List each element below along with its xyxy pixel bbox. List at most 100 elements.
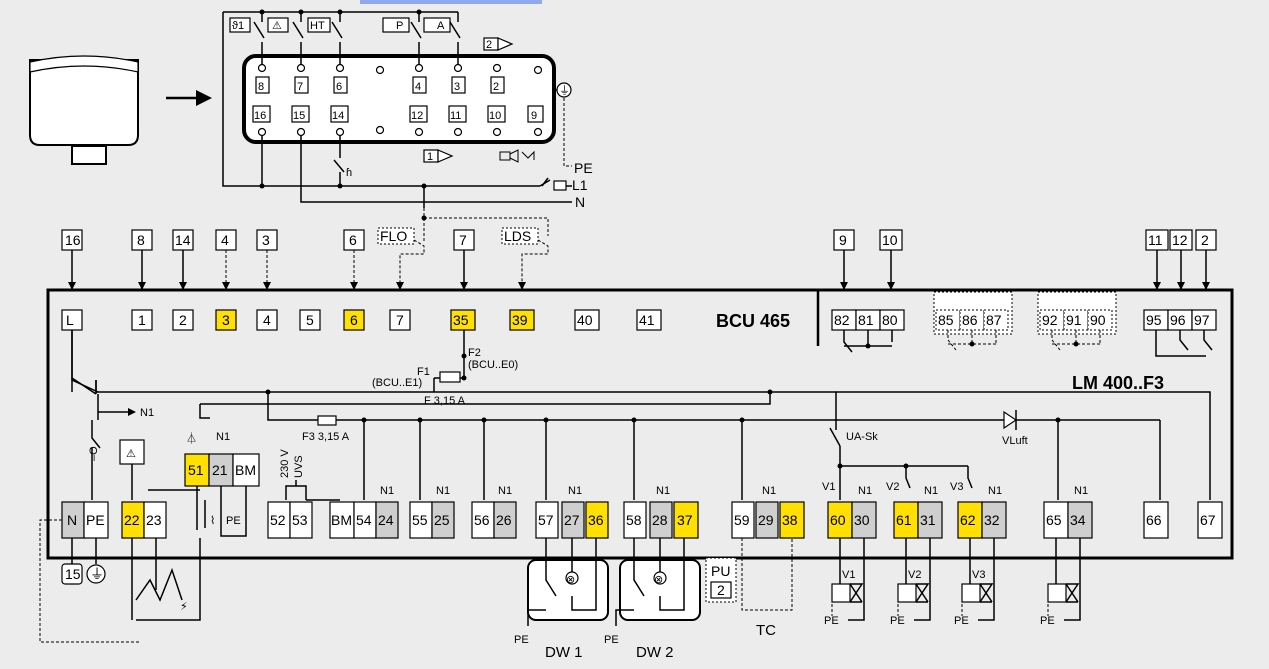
wire-tag: 3 <box>262 232 270 248</box>
lm-relay-contacts <box>843 330 1213 357</box>
pressure-switch-dw1: ⊗ PE DW 1 <box>514 538 609 661</box>
terminal: 86 <box>962 312 978 328</box>
terminal: 36 <box>588 512 604 528</box>
left-symbols: –O ⚠ ⏃ N1 <box>88 420 230 500</box>
terminal: 90 <box>1090 312 1106 328</box>
uvs-label: UVS <box>293 455 305 478</box>
terminal: 58 <box>626 512 642 528</box>
burner-icon <box>29 55 139 165</box>
ua-sk-label: UA-Sk <box>846 431 878 443</box>
plug-bottom-terminals: 16 15 14 12 11 10 9 <box>252 105 544 123</box>
wire-tag: 11 <box>1148 232 1163 248</box>
n1-label: N1 <box>568 485 582 497</box>
terminal: 38 <box>782 512 798 528</box>
flo-lds-dashed: FLO LDS <box>377 208 549 290</box>
terminal: 34 <box>1070 512 1086 528</box>
plug-terminal: 7 <box>297 81 303 93</box>
plug-terminal: 3 <box>454 81 460 93</box>
svg-text:⊗: ⊗ <box>654 574 663 586</box>
terminal: BM <box>331 512 352 528</box>
below-module-left: 15 ⏚ ⚡ <box>39 519 201 643</box>
terminal: 41 <box>639 312 655 328</box>
terminal: 95 <box>1146 312 1162 328</box>
terminal: 62 <box>960 512 976 528</box>
ht-label: HT <box>310 20 325 32</box>
svg-text:ɦ: ɦ <box>346 167 352 179</box>
v1-label: V1 <box>842 569 855 581</box>
warning-icon: ⚠ <box>272 20 282 32</box>
terminal: 52 <box>270 512 286 528</box>
internal-wiring: N1 F1 (BCU..E1) F2 (BCU..E0) F 3,15 A F3… <box>71 330 1211 500</box>
terminal: 56 <box>474 512 490 528</box>
terminal: 91 <box>1066 312 1082 328</box>
terminal-51: 51 <box>188 462 204 478</box>
n1-label: N1 <box>140 407 154 419</box>
v2-label: V2 <box>908 569 921 581</box>
pe-label: PE <box>824 615 839 627</box>
triac-icon: ⏃ <box>186 431 197 445</box>
n1-label: N1 <box>380 485 394 497</box>
tag-arrows <box>68 250 1210 290</box>
plug-symbols: ϑ1 ⚠ HT P A 2 1 <box>229 17 535 163</box>
terminal: 37 <box>677 512 693 528</box>
terminal: 27 <box>564 512 580 528</box>
n1-label: N1 <box>1074 485 1088 497</box>
terminal: 87 <box>986 312 1002 328</box>
terminal: 6 <box>350 312 358 328</box>
plug-top-terminals: 8 7 6 4 3 2 <box>255 76 505 94</box>
pu2-label: 2 <box>717 582 725 598</box>
valve-1-icon <box>437 149 454 163</box>
valve-2-symbol: 2 <box>486 39 492 51</box>
plug-terminal: 12 <box>411 110 423 122</box>
svg-text:⊗: ⊗ <box>566 574 575 586</box>
v230-label: 230 V <box>279 449 291 478</box>
plug-terminal: 10 <box>489 110 501 122</box>
terminal: 59 <box>734 512 750 528</box>
terminal: 60 <box>830 512 846 528</box>
terminal: 96 <box>1170 312 1186 328</box>
terminal: PE <box>86 512 105 528</box>
pressure-switch-dw2: ⊗ PE DW 2 <box>604 538 701 661</box>
relay-block: 51 21 BM ⌇ PE 230 V UVS <box>184 449 340 537</box>
plug-terminal: 16 <box>254 110 266 122</box>
wire-tag: 10 <box>882 232 898 248</box>
terminal: 31 <box>920 512 936 528</box>
svg-text:⌇: ⌇ <box>210 515 215 527</box>
horn-icon <box>499 149 519 163</box>
f1-sub-label: (BCU..E1) <box>372 377 422 389</box>
dw1-label: DW 1 <box>545 644 583 661</box>
wire-tag: 12 <box>1172 232 1188 248</box>
terminal: 61 <box>896 512 912 528</box>
terminal: 26 <box>496 512 512 528</box>
terminal: 54 <box>356 512 372 528</box>
terminal: 29 <box>758 512 774 528</box>
v2-label: V2 <box>886 481 899 493</box>
svg-text:1: 1 <box>427 151 433 163</box>
n1-label: N1 <box>858 485 872 497</box>
n-label: N <box>575 194 585 210</box>
terminal: 40 <box>577 312 593 328</box>
svg-text:⚡: ⚡ <box>180 601 188 613</box>
terminal: 22 <box>124 512 140 528</box>
n1-label: N1 <box>216 431 230 443</box>
svg-text:–O: –O <box>88 446 100 461</box>
n1-label: N1 <box>762 485 776 497</box>
svg-text:⏚: ⏚ <box>559 84 570 97</box>
dw2-label: DW 2 <box>636 644 674 661</box>
plug-terminal: 8 <box>258 81 264 93</box>
terminal: 7 <box>396 312 404 328</box>
pe-label: PE <box>954 615 969 627</box>
fuse3-label: F3 3,15 A <box>302 431 350 443</box>
wire-tag: 6 <box>349 232 357 248</box>
wire-tag: 7 <box>459 232 467 248</box>
warning-triangle-icon: ⚠ <box>126 448 136 460</box>
terminal: 66 <box>1146 512 1162 528</box>
terminal: 2 <box>179 312 187 328</box>
tightness-control: PU 2 TC <box>705 538 793 639</box>
ground-icon: ⏚ <box>90 566 104 582</box>
pe-label: PE <box>890 615 905 627</box>
terminal-bm: BM <box>235 462 256 478</box>
pu-label: PU <box>711 563 730 579</box>
terminal: N <box>67 512 77 528</box>
